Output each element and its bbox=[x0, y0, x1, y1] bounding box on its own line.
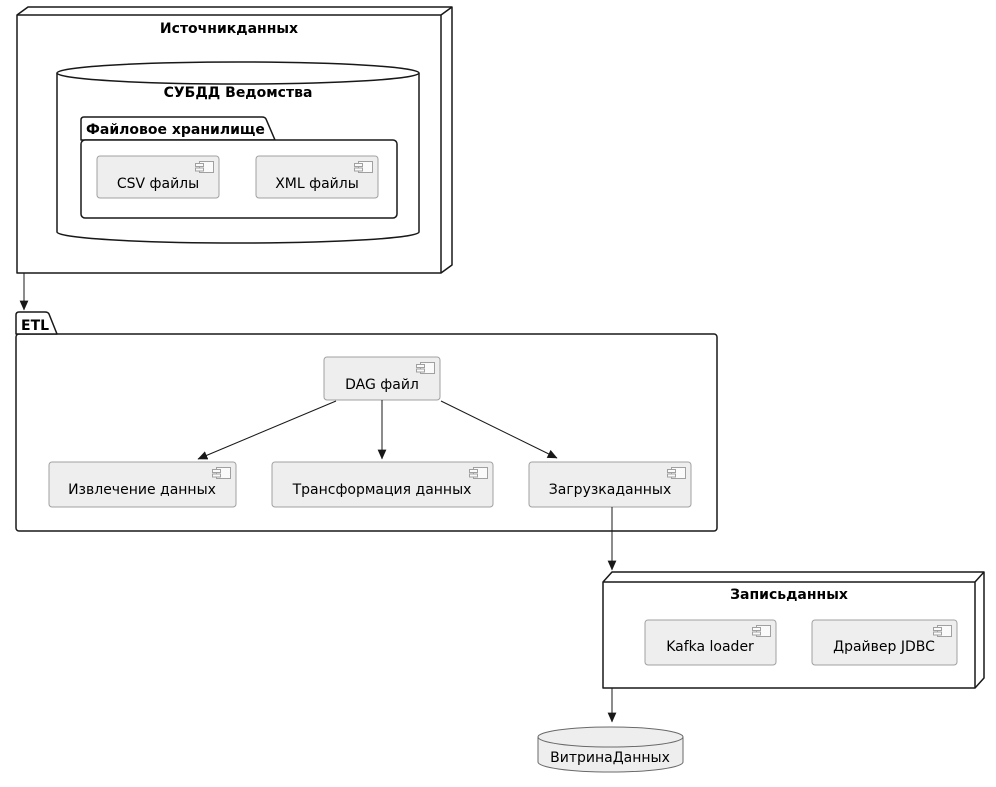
component-kafka-loader: Kafka loader bbox=[644, 619, 777, 666]
component-kafka-loader-label: Kafka loader bbox=[666, 639, 754, 655]
component-icon bbox=[469, 467, 488, 479]
arrow-dag-to-load bbox=[440, 400, 558, 459]
file-storage-folder: Файловое хранилище CSV файлы XML файлы bbox=[80, 116, 398, 219]
datamart-cylinder: ВитринаДанных bbox=[537, 726, 684, 773]
component-icon bbox=[933, 625, 952, 637]
source-node: Источникданных СУБДД Ведомства Файловое … bbox=[16, 6, 453, 274]
component-csv-files: CSV файлы bbox=[96, 155, 220, 199]
component-dag-file: DAG файл bbox=[323, 356, 441, 401]
component-icon bbox=[752, 625, 771, 637]
component-jdbc-driver-label: Драйвер JDBC bbox=[833, 639, 935, 655]
arrow-dag-to-extract bbox=[197, 400, 337, 460]
component-transform-label: Трансформация данных bbox=[292, 482, 472, 498]
dbms-cylinder-title: СУБДД Ведомства bbox=[164, 85, 313, 101]
component-load: Загрузкаданных bbox=[528, 461, 692, 508]
source-node-title: Источникданных bbox=[160, 21, 298, 37]
write-node-title: Записьданных bbox=[730, 587, 848, 603]
component-icon bbox=[354, 161, 373, 173]
component-jdbc-driver: Драйвер JDBC bbox=[811, 619, 958, 666]
component-extract: Извлечение данных bbox=[48, 461, 237, 508]
component-xml-files: XML файлы bbox=[255, 155, 379, 199]
component-extract-label: Извлечение данных bbox=[68, 482, 216, 498]
component-dag-file-label: DAG файл bbox=[345, 377, 419, 393]
etl-package-title: ETL bbox=[21, 318, 49, 334]
etl-package: ETL DAG файл Извлечение данных Трансформ… bbox=[15, 311, 718, 532]
component-icon bbox=[212, 467, 231, 479]
component-csv-files-label: CSV файлы bbox=[117, 176, 199, 192]
component-icon bbox=[416, 362, 435, 374]
dbms-cylinder: СУБДД Ведомства Файловое хранилище CSV ф… bbox=[56, 61, 420, 244]
component-icon bbox=[195, 161, 214, 173]
component-load-label: Загрузкаданных bbox=[549, 482, 671, 498]
write-node: Записьданных Kafka loader Драйвер JDBC bbox=[602, 571, 985, 689]
component-transform: Трансформация данных bbox=[271, 461, 494, 508]
file-storage-folder-title: Файловое хранилище bbox=[86, 122, 265, 138]
component-icon bbox=[667, 467, 686, 479]
datamart-cylinder-label: ВитринаДанных bbox=[550, 750, 670, 766]
component-xml-files-label: XML файлы bbox=[275, 176, 359, 192]
